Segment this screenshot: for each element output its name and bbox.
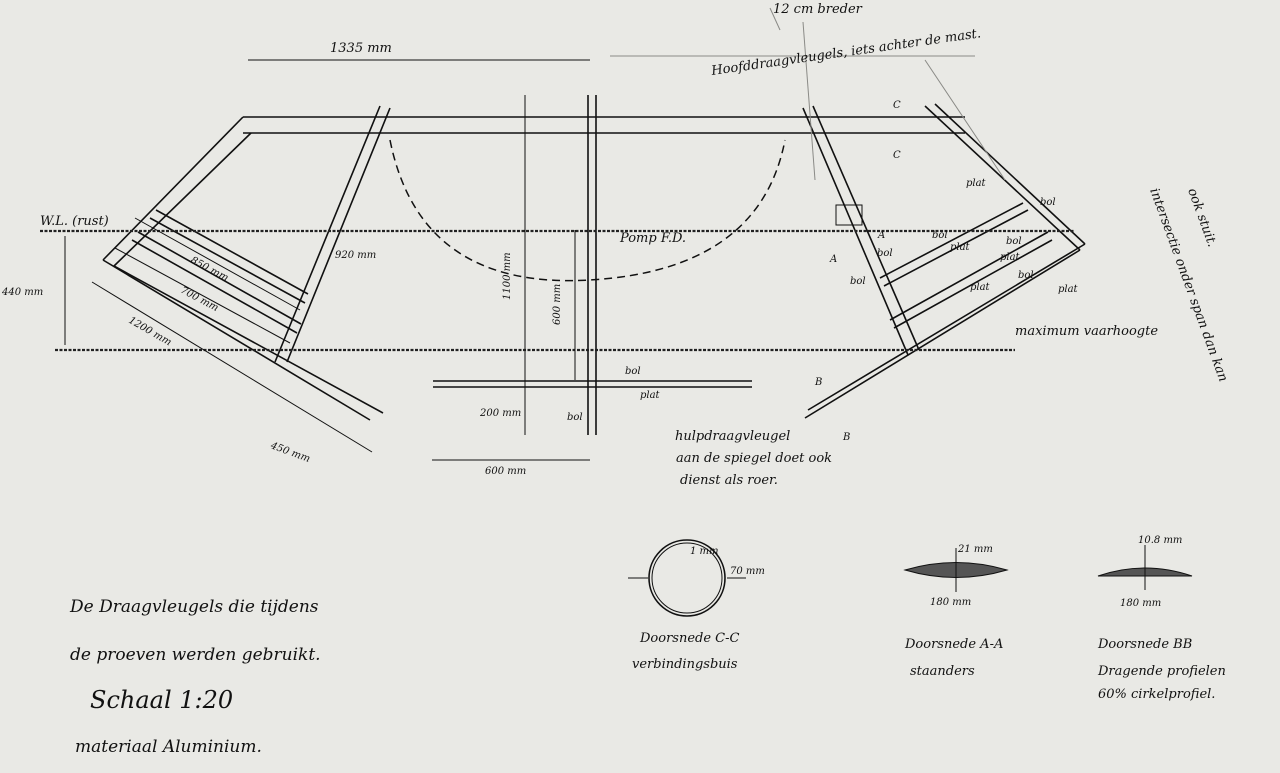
left-outer-strut <box>102 116 244 261</box>
bol-label-right-4: bol <box>1040 197 1056 208</box>
cc-dia-label: 70 mm <box>730 566 765 577</box>
left-foil-1200 <box>102 259 371 421</box>
plat-label-right-1: plat <box>966 178 987 189</box>
left-rung-850-b <box>155 209 309 295</box>
left-rung-700 <box>131 239 298 334</box>
left-foil-assembly <box>102 105 965 421</box>
aux-foil-label-1: hulpdraagvleugel <box>675 429 790 444</box>
section-c-marker-bottom: C <box>893 150 901 161</box>
section-aa: 21 mm 180 mm Doorsnede A-A staanders <box>903 544 1009 679</box>
pump-label: Pomp F.D. <box>619 231 686 246</box>
main-foil-label: Hoofddraagvleugels, iets achter de mast. <box>709 26 981 79</box>
dim-850-line <box>134 217 301 311</box>
tube-inner <box>651 542 723 614</box>
right-foil-long <box>804 249 1081 419</box>
pencil-line-1 <box>802 21 816 181</box>
tube-outer <box>648 539 726 617</box>
plat-label-right-4: plat <box>970 282 991 293</box>
dim-1200-label: 1200 mm <box>127 315 174 348</box>
right-outer-strut-b <box>934 103 1086 245</box>
section-bb: 10.8 mm 180 mm Doorsnede BB Dragende pro… <box>1097 535 1226 702</box>
bol-label-aux: bol <box>625 366 641 377</box>
bb-sub1: Dragende profielen <box>1097 664 1226 679</box>
dim-200-label: 200 mm <box>479 408 521 419</box>
left-staander-b <box>286 107 391 363</box>
caption-scale: Schaal 1:20 <box>90 686 233 714</box>
bol-label-mast: bol <box>567 412 583 423</box>
plat-label-aux: plat <box>640 390 661 401</box>
dim-600w-label: 600 mm <box>485 466 526 477</box>
dim-1200-line <box>91 281 373 453</box>
pencil-side-text-1: intersectie onder span dan kan <box>1146 186 1230 384</box>
center-mast <box>433 95 752 435</box>
pencil-tick <box>769 7 781 31</box>
right-staander-b <box>812 105 920 351</box>
section-a-marker-box <box>835 204 863 226</box>
section-cc: 1 mm 70 mm Doorsnede C-C verbindingsbuis <box>628 539 765 672</box>
bol-label-right-3: bol <box>932 230 948 241</box>
bol-label-right-1: bol <box>850 276 866 287</box>
bol-label-right-5: bol <box>1006 236 1022 247</box>
plat-label-right-5: plat <box>1058 284 1079 295</box>
plat-label-right-3: plat <box>1000 252 1021 263</box>
bol-label-right-2: bol <box>877 248 893 259</box>
caption-line-2: de proeven werden gebruikt. <box>70 645 321 665</box>
max-height-label: maximum vaarhoogte <box>1015 324 1158 339</box>
caption-line-1: De Draagvleugels die tijdens <box>69 597 319 617</box>
dim-450-label: 450 mm <box>268 440 311 465</box>
dim-920-label: 920 mm <box>335 250 376 261</box>
section-c-marker-top: C <box>893 100 901 111</box>
left-rung-850 <box>149 217 306 304</box>
bb-title: Doorsnede BB <box>1097 637 1192 652</box>
right-foil-long-b <box>807 243 1086 411</box>
cc-title: Doorsnede C-C <box>639 631 740 646</box>
left-staander <box>274 105 381 363</box>
dim-1335-label: 1335 mm <box>330 41 392 56</box>
dim-440-label: 440 mm <box>1 287 43 298</box>
bb-thick-label: 10.8 mm <box>1138 535 1182 546</box>
right-outer-strut <box>924 105 1081 251</box>
aux-foil-label-2: aan de spiegel doet ook <box>676 451 832 466</box>
aa-sub: staanders <box>910 664 975 679</box>
right-rung-2 <box>889 231 1049 321</box>
pencil-line-2 <box>924 59 1006 181</box>
aux-foil-label-3: dienst als roer. <box>680 473 778 488</box>
section-b-marker-bottom: B <box>842 432 850 443</box>
left-outer-strut-inner <box>113 132 252 267</box>
dim-700-line <box>114 247 291 344</box>
section-b-marker-top: B <box>814 377 822 388</box>
pencil-top-label: 12 cm breder <box>773 2 863 17</box>
cc-sub: verbindingsbuis <box>632 657 738 672</box>
dim-600h-label: 600 mm <box>552 284 563 325</box>
cc-wall-label: 1 mm <box>690 546 719 557</box>
bol-label-right-6: bol <box>1018 270 1034 281</box>
aa-thick-label: 21 mm <box>957 544 993 555</box>
right-rung-2b <box>893 239 1053 329</box>
right-foil-assembly <box>802 103 1086 419</box>
bb-sub2: 60% cirkelprofiel. <box>1098 687 1215 702</box>
waterline-label: W.L. (rust) <box>40 214 109 229</box>
dimension-lines <box>64 59 590 461</box>
aa-chord-label: 180 mm <box>930 597 971 608</box>
plat-label-right-2: plat <box>950 242 971 253</box>
pump-arc <box>389 139 786 282</box>
left-rung-700-b <box>137 231 302 325</box>
section-a-marker-right: A <box>877 230 885 241</box>
left-foil-1200-b <box>113 265 384 414</box>
right-rung-1b <box>883 209 1029 287</box>
section-a-marker-left: A <box>829 254 837 265</box>
pencil-side-text-2: ook stuit. <box>1184 186 1219 249</box>
caption-material: materiaal Aluminium. <box>75 737 262 757</box>
right-rung-1 <box>879 202 1024 279</box>
bb-chord-label: 180 mm <box>1120 598 1161 609</box>
dim-1100-label: 1100 mm <box>502 252 513 300</box>
aa-title: Doorsnede A-A <box>904 637 1003 652</box>
